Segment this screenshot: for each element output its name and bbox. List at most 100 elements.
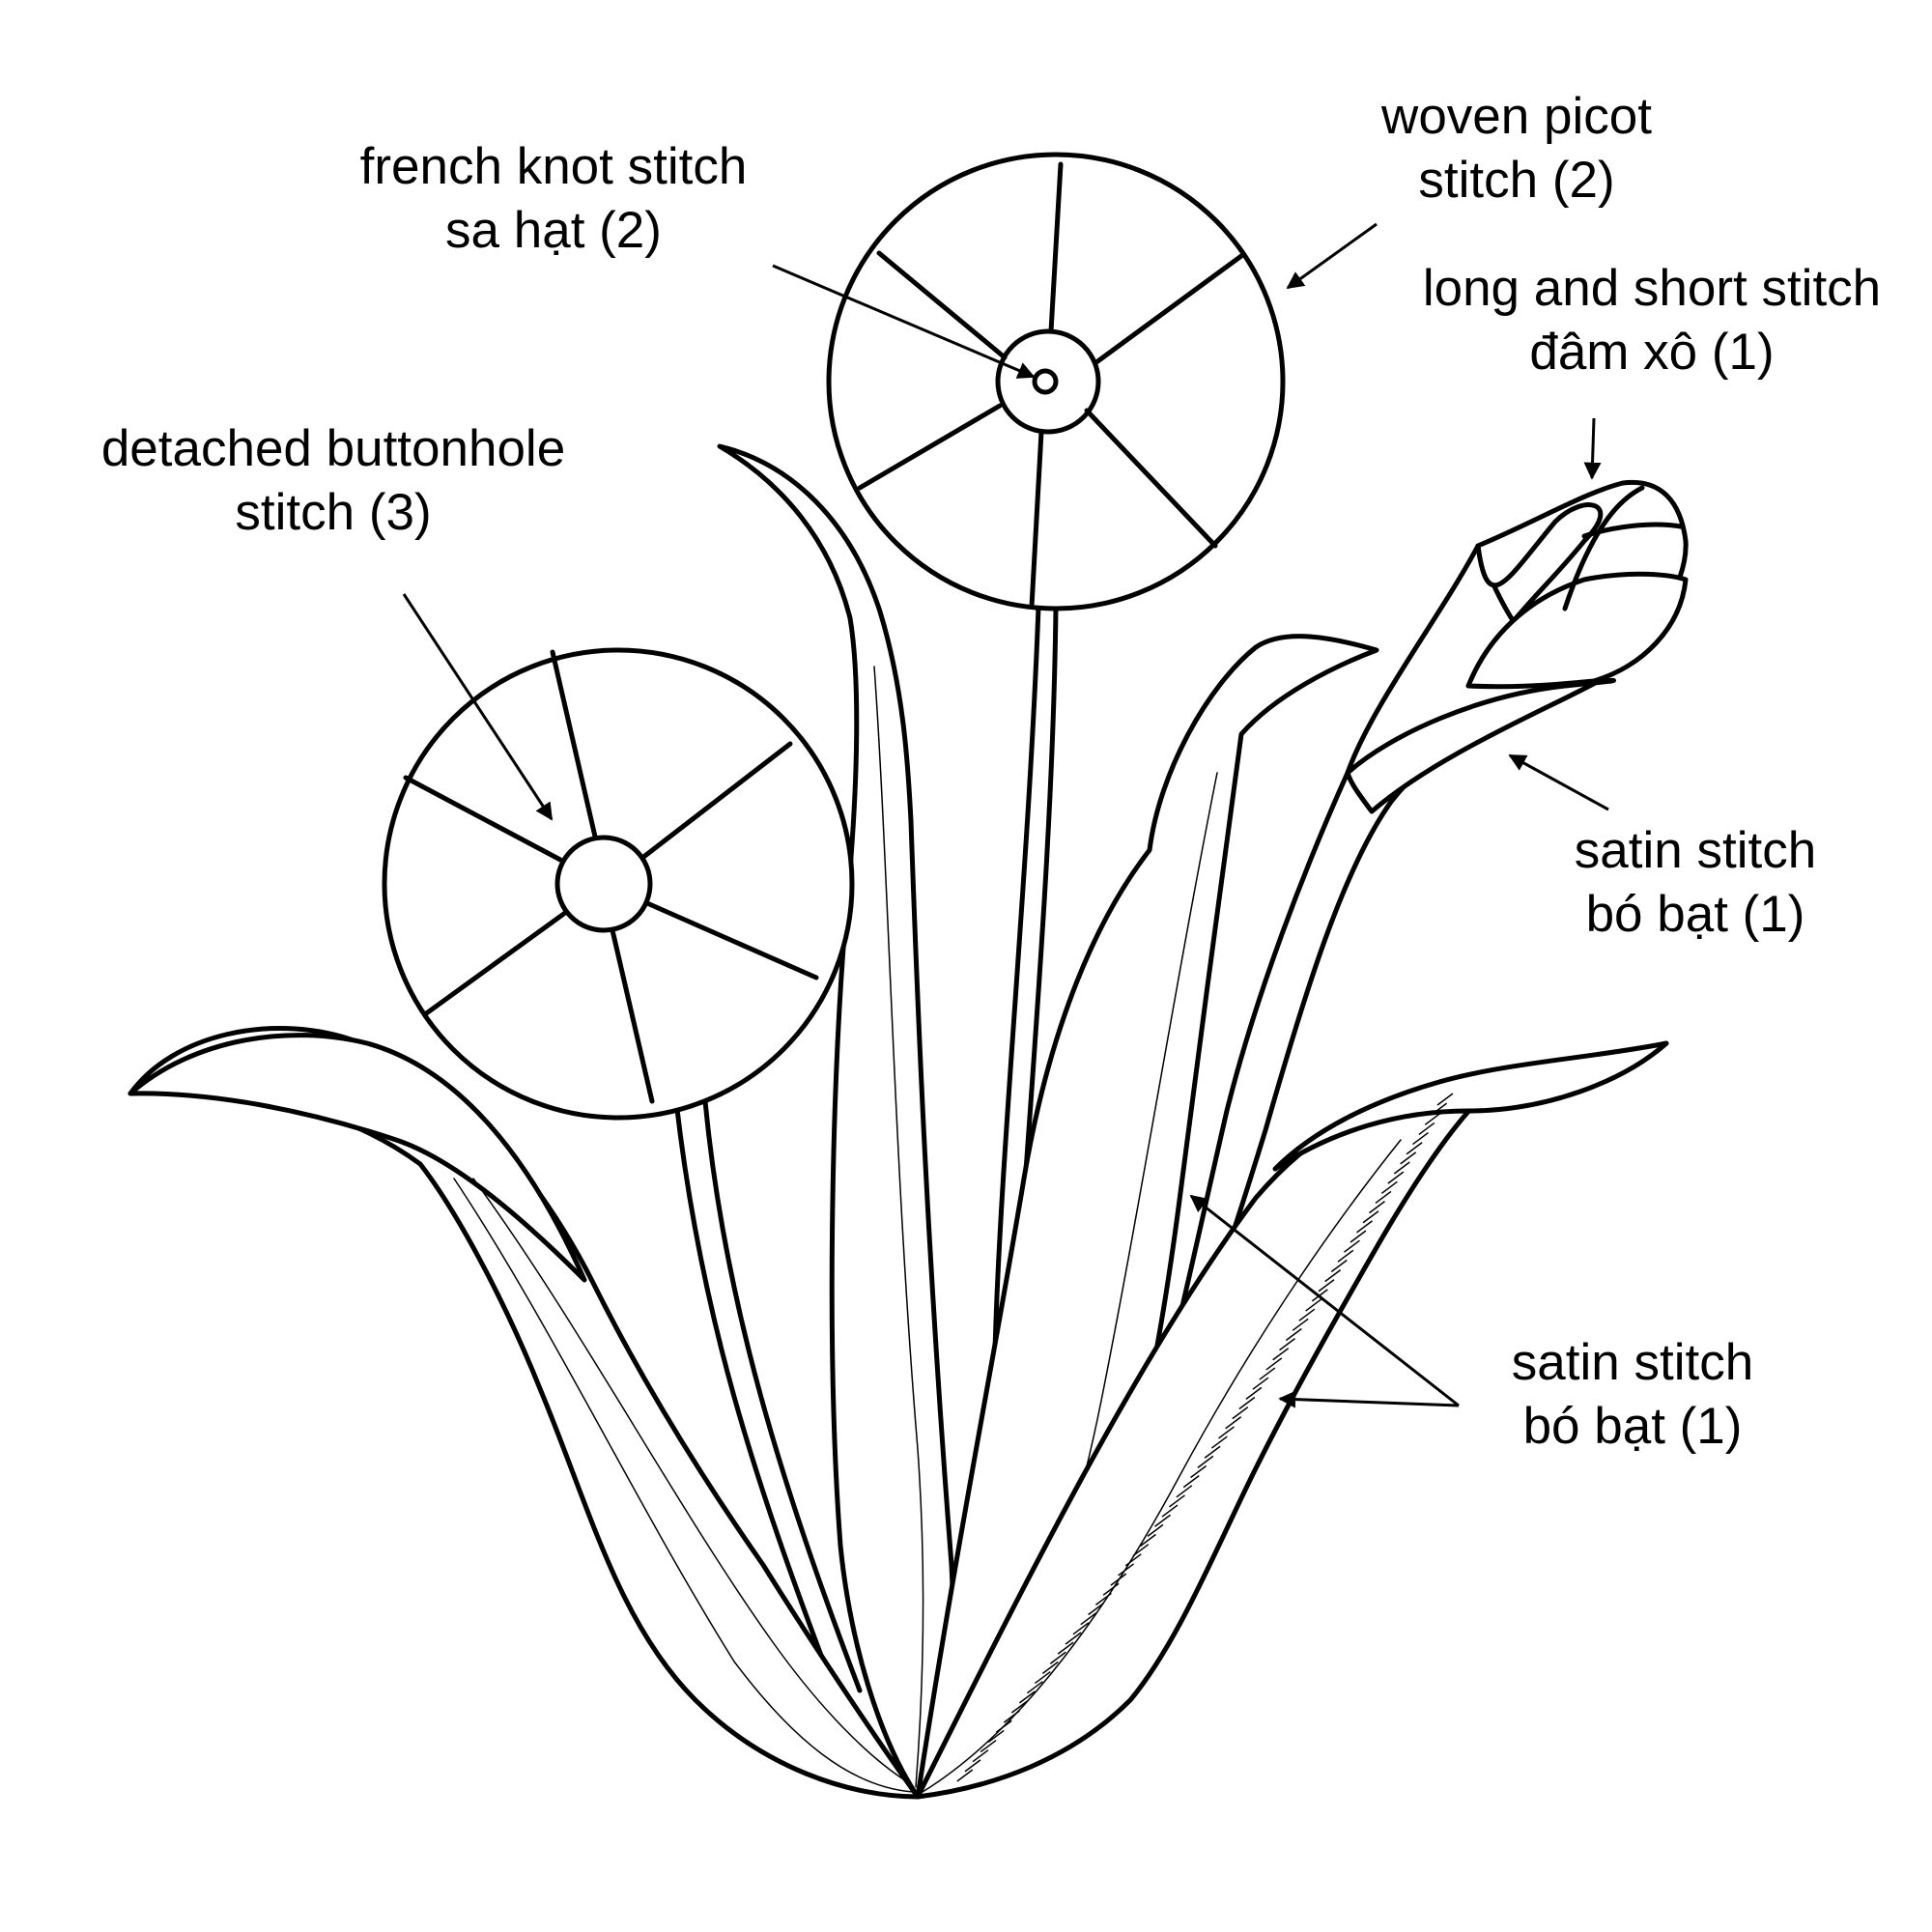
detached-buttonhole-label-line1: detached buttonhole	[100, 420, 566, 477]
left-flower	[382, 647, 855, 1121]
tall-leaf-vein	[873, 666, 924, 1788]
right-flower-spoke-lower-left	[857, 403, 1003, 491]
right-flower-center	[995, 328, 1101, 435]
satin-lower-label-line1: satin stitch	[1511, 1334, 1754, 1391]
satin-hatch-mark	[1018, 1690, 1036, 1704]
satin-hatch-mark	[1285, 1327, 1302, 1342]
satin-lower-arrow-2	[1278, 1390, 1460, 1408]
left-flower-spoke-lower-right	[644, 900, 819, 980]
satin-hatch-mark	[1161, 1504, 1179, 1518]
satin-hatch-mark	[1190, 1464, 1208, 1479]
satin-hatch-mark	[972, 1749, 989, 1763]
left-leaf-vein	[453, 1178, 914, 1793]
woven-picot-arrow	[1286, 222, 1378, 290]
bottom-right-leaf-tip	[1272, 1040, 1669, 1172]
left-flower-spoke-top	[550, 649, 598, 839]
long-short-label: long and short stitch đâm xô (1)	[1381, 257, 1922, 384]
satin-hatch-mark	[1265, 1357, 1283, 1371]
satin-hatch-mark	[980, 1739, 997, 1753]
satin-hatch-mark	[1118, 1563, 1135, 1577]
satin-hatch-mark	[1238, 1396, 1256, 1410]
satin-hatch-mark	[1003, 1710, 1020, 1723]
satin-upper-label: satin stitch bó bạt (1)	[1546, 819, 1845, 947]
satin-hatching	[956, 1093, 1454, 1782]
satin-upper-label-line1: satin stitch	[1574, 822, 1817, 879]
satin-hatch-mark	[1369, 1200, 1385, 1214]
satin-hatch-mark	[1124, 1553, 1142, 1567]
satin-hatch-mark	[1424, 1112, 1441, 1125]
left-flower-spoke-bottom	[610, 927, 655, 1104]
satin-hatch-mark	[1182, 1475, 1200, 1489]
satin-hatch-mark	[1298, 1308, 1316, 1321]
bud-stitch-line-2	[1562, 485, 1645, 611]
satin-hatch-mark	[1431, 1102, 1448, 1116]
french-knot-dot	[1032, 368, 1059, 395]
satin-hatch-mark	[1049, 1651, 1066, 1664]
left-flower-stem	[673, 1098, 863, 1693]
satin-hatch-mark	[987, 1729, 1005, 1744]
bud-inner-petal	[1465, 571, 1689, 690]
satin-hatch-mark	[1102, 1582, 1120, 1596]
bud-stitch-line-1	[1581, 522, 1684, 539]
left-flower-spoke-lower-left	[422, 910, 568, 1017]
satin-hatch-mark	[1375, 1190, 1392, 1205]
satin-hatch-mark	[1324, 1269, 1342, 1283]
right-flower-spoke-bottom	[1029, 429, 1044, 610]
satin-hatch-mark	[1094, 1592, 1112, 1605]
long-short-label-line2: đâm xô (1)	[1529, 324, 1775, 381]
satin-hatch-mark	[1169, 1494, 1185, 1508]
satin-hatch-mark	[1436, 1093, 1454, 1106]
satin-upper-label-line2: bó bạt (1)	[1585, 886, 1805, 943]
left-leaf-vein-2	[472, 1178, 909, 1783]
satin-hatch-mark	[1311, 1289, 1328, 1302]
detached-buttonhole-label: detached buttonhole stitch (3)	[63, 417, 604, 545]
woven-picot-label-line1: woven picot	[1381, 88, 1652, 145]
left-flower-spoke-upper-left	[403, 775, 563, 863]
long-short-arrow	[1583, 417, 1602, 480]
satin-hatch-mark	[1197, 1455, 1214, 1468]
satin-hatch-mark	[1210, 1435, 1228, 1449]
satin-hatch-mark	[1330, 1259, 1348, 1273]
satin-hatch-mark	[1418, 1122, 1435, 1136]
satin-hatch-mark	[1362, 1210, 1379, 1224]
satin-upper-arrow	[1508, 753, 1609, 811]
satin-hatch-mark	[1393, 1161, 1410, 1175]
satin-hatch-mark	[1337, 1249, 1354, 1263]
satin-hatch-mark	[1147, 1523, 1164, 1537]
satin-hatch-mark	[1218, 1426, 1235, 1439]
satin-hatch-mark	[1252, 1377, 1269, 1390]
satin-hatch-mark	[1350, 1230, 1367, 1243]
french-knot-label-line2: sa hạt (2)	[445, 202, 662, 259]
satin-hatch-mark	[1154, 1514, 1171, 1527]
right-flower-spoke-top	[1048, 161, 1064, 334]
woven-picot-label-line2: stitch (2)	[1418, 152, 1615, 209]
satin-lower-label: satin stitch bó bạt (1)	[1483, 1331, 1782, 1459]
satin-hatch-mark	[1318, 1279, 1335, 1293]
right-flower-spoke-upper-left	[876, 250, 1008, 360]
woven-picot-label: woven picot stitch (2)	[1352, 85, 1681, 213]
long-short-label-line1: long and short stitch	[1422, 260, 1882, 317]
satin-hatch-mark	[1026, 1681, 1043, 1694]
satin-hatch-mark	[1057, 1641, 1074, 1655]
satin-lower-arrow-1	[1189, 1194, 1460, 1407]
left-curled-leaf	[128, 1026, 921, 1800]
satin-hatch-mark	[1305, 1298, 1322, 1312]
left-leaf-tip	[128, 1033, 587, 1283]
detached-buttonhole-arrow	[402, 593, 554, 821]
satin-hatch-mark	[964, 1759, 981, 1773]
satin-hatch-mark	[1132, 1544, 1150, 1557]
satin-hatch-mark	[1080, 1612, 1097, 1626]
satin-hatch-mark	[995, 1719, 1012, 1733]
right-flower-spoke-lower-right	[1084, 408, 1218, 549]
satin-hatch-mark	[1072, 1622, 1090, 1635]
satin-hatch-mark	[1225, 1416, 1242, 1430]
satin-hatch-mark	[1406, 1142, 1423, 1155]
satin-hatch-mark	[1259, 1367, 1276, 1380]
french-knot-arrow	[772, 264, 1036, 379]
satin-hatch-mark	[1204, 1445, 1221, 1459]
satin-hatch-mark	[1176, 1485, 1193, 1498]
satin-hatch-mark	[1065, 1632, 1082, 1645]
detached-buttonhole-label-line2: stitch (3)	[235, 484, 432, 541]
satin-hatch-mark	[1343, 1239, 1360, 1253]
